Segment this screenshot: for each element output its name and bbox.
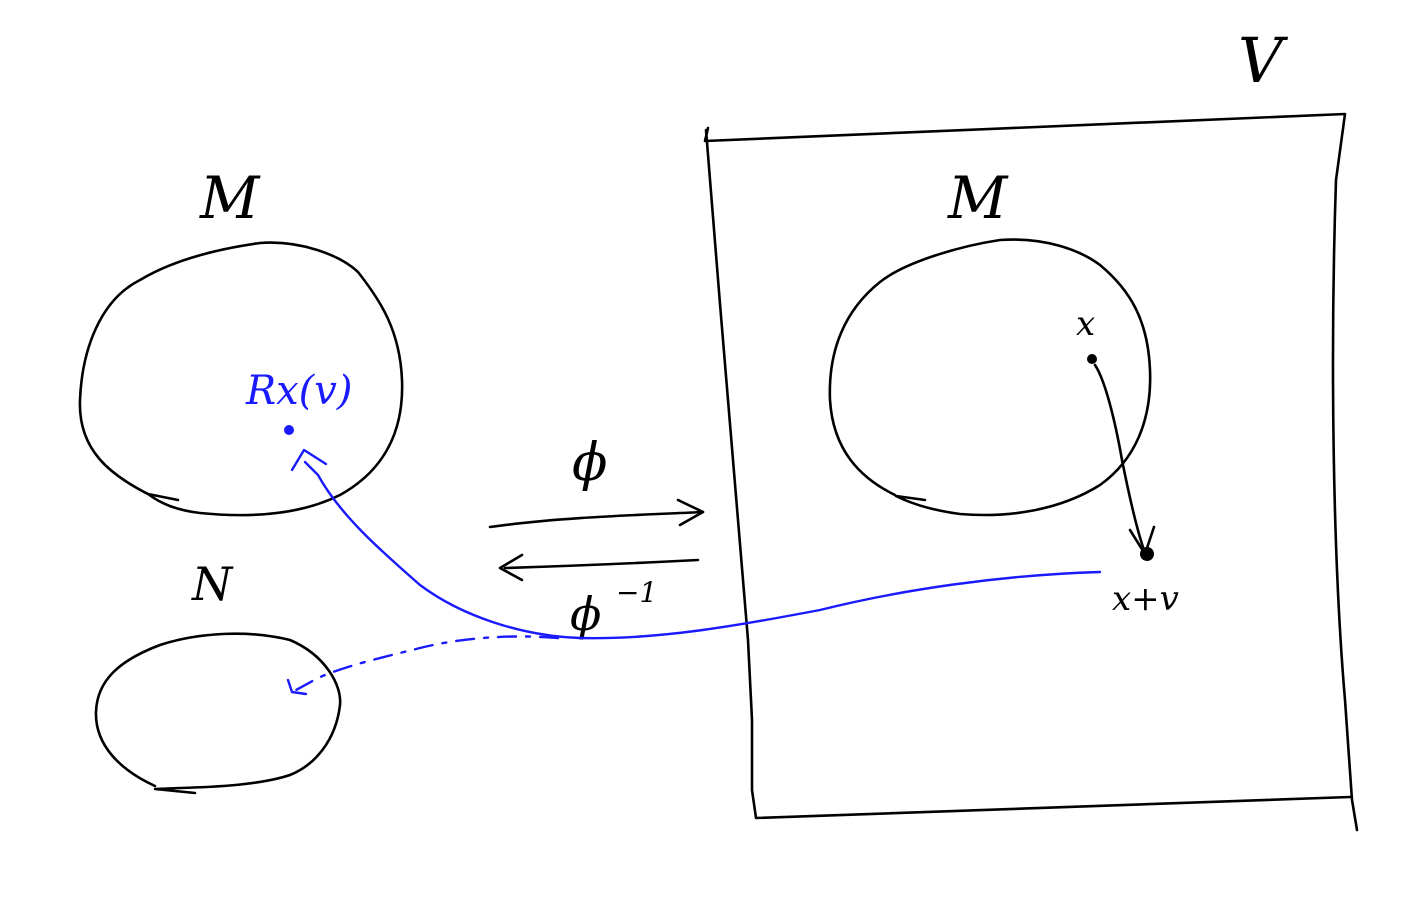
retraction-point-label: Rx(v) <box>245 368 352 414</box>
left-manifold-label: M <box>199 164 261 232</box>
phi-forward-arrow <box>488 510 705 529</box>
point-x-dot <box>1087 354 1097 364</box>
vector-space-group: V <box>703 24 1359 832</box>
vector-space-box <box>703 112 1359 832</box>
projection-dashed-arrowhead <box>286 678 308 696</box>
phi-inverse-arrowhead <box>498 553 524 582</box>
retraction-arrowhead <box>290 448 328 472</box>
left-manifold-blob <box>78 241 404 517</box>
point-x-plus-v-label: x+v <box>1112 579 1179 619</box>
n-manifold-blob <box>94 632 342 795</box>
vector-space-box-left-bottom <box>704 128 1352 820</box>
n-manifold-group: N <box>94 557 342 795</box>
n-manifold-label: N <box>191 557 234 611</box>
left-manifold-group: M <box>78 164 404 517</box>
phi-label: ϕ <box>572 433 607 493</box>
retraction-point-dot <box>284 425 294 435</box>
vector-space-label: V <box>1238 24 1289 97</box>
maps-group: ϕ ϕ −1 <box>488 433 705 641</box>
phi-inverse-label: ϕ <box>570 587 601 641</box>
retraction-group: Rx(v) <box>245 368 1102 696</box>
point-x-label: x <box>1076 304 1095 344</box>
tangent-vector-arrow <box>1093 363 1146 552</box>
right-manifold-group: M x x+v <box>828 164 1179 619</box>
phi-inverse-superscript: −1 <box>616 576 657 609</box>
projection-dashed-curve <box>294 635 560 692</box>
right-manifold-label: M <box>947 164 1009 232</box>
point-x-plus-v-dot <box>1140 547 1154 561</box>
right-manifold-blob <box>828 238 1152 517</box>
phi-forward-arrowhead <box>676 498 705 527</box>
phi-inverse-arrow <box>503 558 700 570</box>
retraction-curve <box>303 460 1102 640</box>
